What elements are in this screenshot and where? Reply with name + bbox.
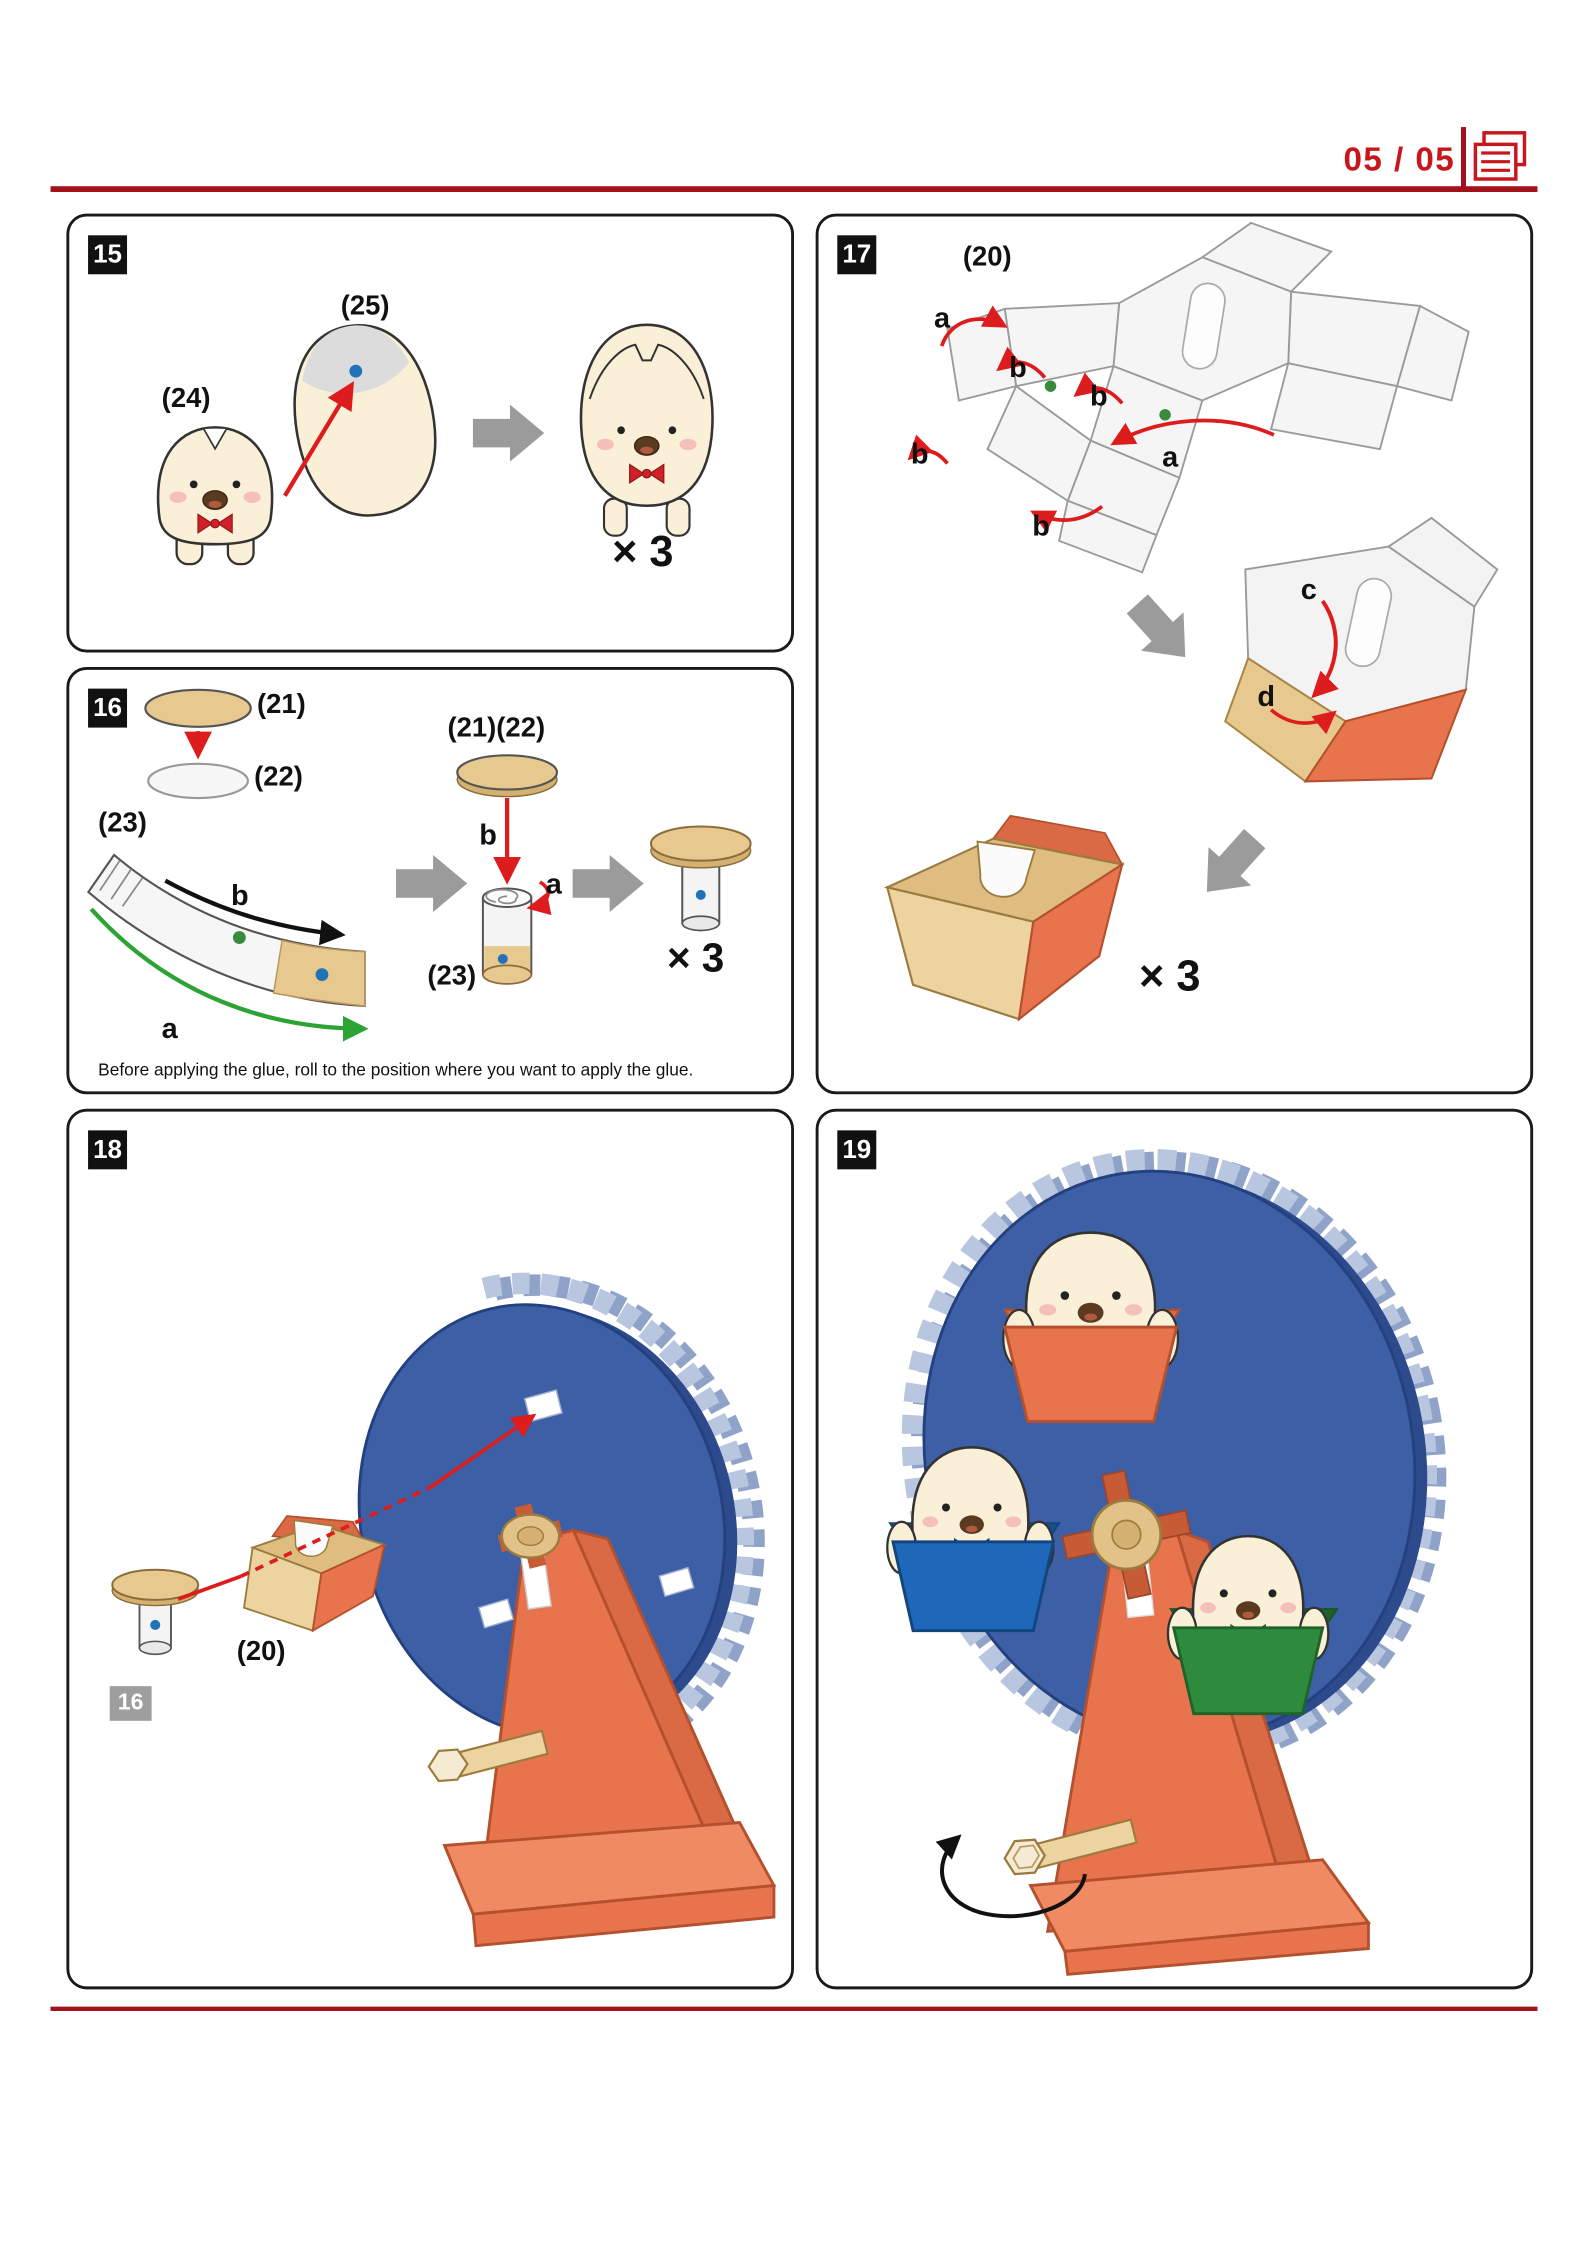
crank-handle: [427, 1729, 549, 1783]
step-16-illustration: [86, 688, 752, 1042]
table-piece-result: [649, 825, 752, 932]
header-rule: [50, 186, 1538, 192]
step-18-illustration: [111, 1272, 777, 1948]
wheel-slot: [478, 1598, 515, 1629]
table-piece: [111, 1568, 200, 1656]
quantity-multiplier: × 3: [1139, 952, 1201, 1001]
step-17-illustration: [883, 221, 1499, 1022]
glue-arrow: [283, 381, 354, 497]
roll-direction-arrow-a: [89, 907, 369, 1042]
rotation-arrow: [935, 1834, 1087, 1919]
next-step-arrow-icon: [1126, 594, 1186, 658]
letter-b1: b: [1009, 352, 1027, 385]
step-number: 16: [88, 688, 128, 728]
gondola-right-green: [1166, 1534, 1339, 1716]
letter-a: a: [161, 1013, 178, 1046]
letter-a1: a: [934, 303, 951, 335]
letter-b2: b: [1089, 381, 1108, 413]
step-17-panel: 17 (20) a b b b b a c d × 3: [815, 213, 1534, 1095]
step-16-panel: 16 (21) (22) (23) b a (21)(22) b a (23) …: [66, 666, 794, 1095]
strip-part: [86, 853, 369, 1042]
assembly-arrow: [177, 1413, 537, 1601]
wheel-hub: [1061, 1469, 1192, 1600]
glue-caption: Before applying the glue, roll to the po…: [98, 1059, 694, 1080]
part-label-20: (20): [962, 242, 1012, 273]
quantity-multiplier: × 3: [666, 935, 725, 981]
roll-direction-arrow-b: [164, 878, 346, 946]
part-label-20: (20): [236, 1637, 286, 1668]
egg-body-part: [293, 323, 437, 517]
letter-a2: a: [1162, 441, 1179, 474]
part-label-24: (24): [161, 384, 211, 415]
gondola-partially-folded: [1224, 516, 1499, 783]
next-step-arrow-icon: [472, 404, 545, 462]
step-number: 18: [88, 1130, 128, 1170]
disc-and-roll-assembly: [456, 754, 559, 985]
pages-icon: [1460, 124, 1536, 193]
step-number: 15: [88, 235, 128, 275]
step-number: 17: [837, 235, 877, 275]
base-platform: [442, 1821, 777, 1948]
gondola-left-blue: [886, 1446, 1061, 1633]
gondola-finished: [883, 814, 1125, 1022]
part-label-23: (23): [98, 808, 147, 839]
part-label-22: (22): [254, 762, 303, 793]
crank-handle: [1003, 1818, 1138, 1876]
letter-b2: b: [479, 819, 497, 852]
letter-b: b: [230, 880, 249, 913]
footer-rule: [50, 2006, 1538, 2011]
assembled-character-result: [579, 323, 714, 537]
step-15-illustration: [156, 323, 714, 566]
step-18-panel: 18 (20) 16: [66, 1108, 794, 1990]
letter-a2: a: [545, 869, 562, 901]
base-platform: [1028, 1858, 1372, 1976]
wheel-slot: [658, 1566, 695, 1598]
next-step-arrow-icon: [396, 854, 468, 912]
step-19-illustration: [886, 1149, 1447, 1976]
letter-b3: b: [910, 438, 929, 471]
step-number: 19: [837, 1130, 877, 1170]
next-step-arrow-icon: [1206, 829, 1266, 892]
part-label-21-22: (21)(22): [447, 713, 546, 744]
gondola-top-orange: [1002, 1231, 1182, 1423]
fold-arrows: [907, 305, 1275, 533]
part-label-23b: (23): [427, 961, 477, 992]
letter-d: d: [1257, 681, 1276, 714]
gondola-part: [242, 1515, 388, 1633]
wheel-hub: [497, 1503, 564, 1569]
letter-b4: b: [1032, 511, 1050, 543]
letter-c: c: [1300, 574, 1317, 607]
quantity-multiplier: × 3: [612, 528, 674, 577]
step-15-panel: 15 (24) (25) × 3: [66, 213, 794, 653]
gondola-net: [946, 221, 1470, 574]
page-number: 05 / 05: [1343, 140, 1456, 178]
step-16-reference-badge: 16: [109, 1686, 152, 1721]
part-label-25: (25): [340, 291, 390, 322]
character-face-part: [156, 426, 274, 566]
next-step-arrow-icon: [572, 854, 644, 912]
part-label-21: (21): [256, 690, 306, 721]
disc-parts-stack: [144, 688, 252, 800]
step-19-panel: 19: [815, 1108, 1534, 1990]
